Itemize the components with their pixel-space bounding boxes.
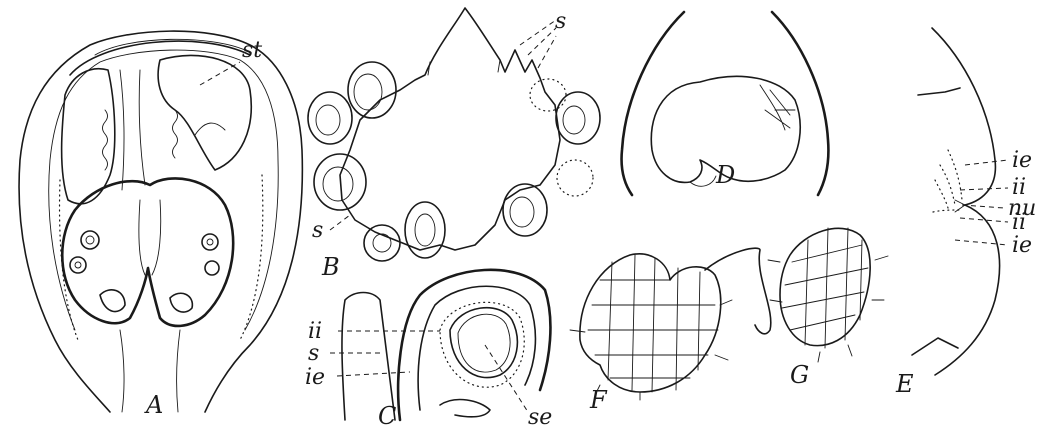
label-e-ie-top: ie (1012, 148, 1032, 173)
panel-e-drawing (912, 28, 1008, 375)
panel-f-label: F (589, 386, 608, 414)
label-a-st: st (242, 38, 262, 63)
panel-d-label: D (715, 161, 735, 189)
label-e-ie-bottom: ie (1012, 233, 1032, 258)
label-c-s: s (308, 341, 319, 366)
panel-c-label: C (378, 402, 396, 430)
label-c-se: se (528, 405, 552, 430)
panel-a-label: A (144, 391, 163, 419)
panel-b-drawing (308, 8, 600, 261)
panel-g-drawing (768, 228, 888, 362)
panel-f-drawing (570, 248, 771, 400)
panel-a-drawing (19, 31, 302, 412)
label-b-s-top: s (555, 9, 566, 34)
panel-b-label: B (321, 253, 340, 281)
panel-g-label: G (790, 361, 809, 389)
panel-e-label: E (895, 370, 914, 398)
label-c-ie: ie (305, 365, 325, 390)
label-e-ii-bottom: ii (1012, 210, 1026, 235)
panel-c-drawing (330, 270, 550, 420)
label-b-s-left: s (312, 218, 323, 243)
